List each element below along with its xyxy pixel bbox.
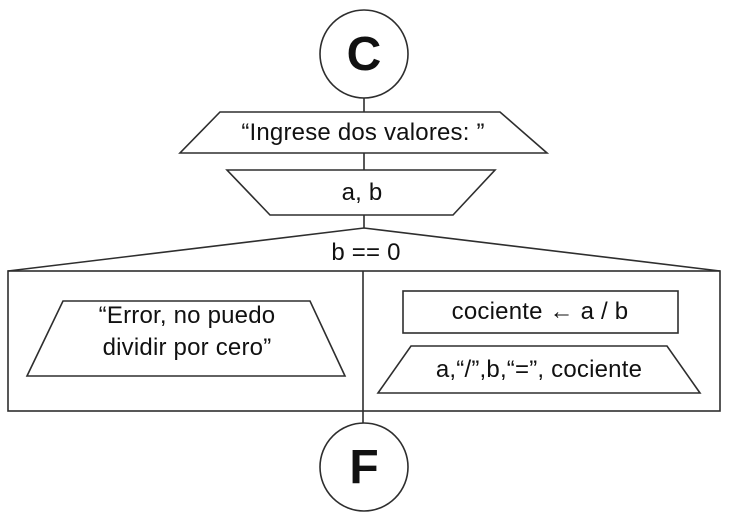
error-display-label: “Error, no puedo dividir por cero” — [99, 300, 276, 364]
input-label: a, b — [341, 179, 383, 206]
decision-condition-label: b == 0 — [331, 239, 401, 266]
error-display-line1: “Error, no puedo — [98, 302, 276, 329]
result-display-label: a,“/”,b,“=”, cociente — [435, 356, 643, 383]
prompt-display-label: “Ingrese dos valores: ” — [241, 119, 485, 146]
input-trapezoid — [225, 169, 497, 216]
result-display-trapezoid — [376, 345, 702, 394]
start-terminal-label: C — [346, 28, 382, 81]
branches-box — [7, 270, 721, 412]
prompt-display-trapezoid — [178, 111, 550, 154]
assignment-label: cociente ← a / b — [451, 298, 629, 325]
end-terminal-circle — [319, 422, 409, 512]
end-terminal-label: F — [349, 441, 379, 494]
error-display-trapezoid — [25, 300, 347, 377]
decision-split-lines — [7, 227, 721, 272]
error-display-line2: dividir por cero” — [102, 334, 272, 361]
assignment-rectangle — [402, 290, 679, 334]
